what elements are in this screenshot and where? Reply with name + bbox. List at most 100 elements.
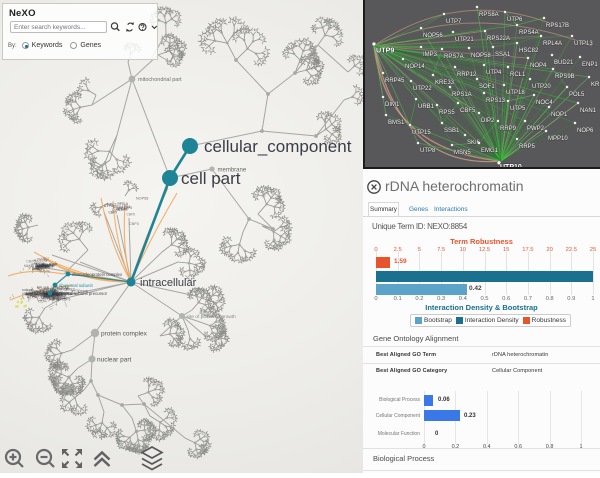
svg-text:processome: processome (58, 292, 77, 296)
svg-text:cell part: cell part (181, 169, 241, 188)
svg-text:NOP56: NOP56 (49, 298, 61, 302)
svg-text:CBF5: CBF5 (124, 206, 133, 210)
svg-text:KRE2: KRE2 (40, 295, 50, 299)
svg-text:KR: KR (591, 82, 600, 88)
svg-text:RPL4A: RPL4A (543, 41, 562, 47)
svg-text:RPS8A: RPS8A (479, 12, 499, 18)
svg-text:preribosome: preribosome (41, 294, 58, 298)
svg-text:PWP2: PWP2 (527, 126, 545, 132)
svg-text:POL5: POL5 (57, 293, 66, 297)
svg-text:RRP5: RRP5 (50, 294, 59, 298)
svg-text:RPS4A: RPS4A (519, 30, 539, 36)
svg-text:SSU: SSU (37, 265, 43, 269)
svg-text:DBP9: DBP9 (50, 289, 59, 293)
svg-text:CBF5: CBF5 (118, 208, 127, 212)
svg-text:rRNA: rRNA (38, 264, 47, 268)
svg-text:subunit: subunit (22, 288, 33, 292)
svg-text:UTP15: UTP15 (412, 130, 431, 136)
svg-text:NOP58: NOP58 (47, 292, 57, 296)
svg-text:snR37: snR37 (57, 293, 67, 297)
svg-text:snR37: snR37 (40, 288, 50, 292)
svg-text:SOF1: SOF1 (479, 84, 495, 90)
svg-text:POL5: POL5 (32, 267, 42, 271)
svg-text:CBF5: CBF5 (48, 293, 57, 297)
svg-text:UTP20: UTP20 (532, 84, 551, 90)
svg-text:KRE33: KRE33 (435, 80, 455, 86)
svg-text:nucleolar: nucleolar (46, 293, 61, 297)
svg-text:KRE2: KRE2 (37, 265, 46, 269)
svg-text:NOP58: NOP58 (471, 53, 491, 59)
svg-text:RCL1: RCL1 (510, 72, 526, 78)
svg-text:RLP7: RLP7 (30, 292, 41, 297)
svg-text:mitochondrial part: mitochondrial part (138, 77, 182, 83)
svg-text:SSA1: SSA1 (495, 52, 511, 58)
svg-text:POL5: POL5 (569, 92, 585, 98)
svg-text:DIP2: DIP2 (481, 118, 495, 124)
svg-text:SKI6: SKI6 (467, 140, 481, 146)
svg-text:RLP7: RLP7 (53, 296, 61, 300)
svg-text:CBF5: CBF5 (46, 294, 54, 298)
svg-text:RPL3: RPL3 (56, 296, 65, 300)
svg-text:MAK21: MAK21 (51, 293, 62, 297)
svg-text:KRE2: KRE2 (41, 257, 50, 261)
svg-text:UTP6: UTP6 (78, 288, 89, 293)
svg-text:SSU: SSU (23, 292, 31, 296)
svg-text:MSN5: MSN5 (454, 150, 471, 156)
svg-text:processome: processome (35, 291, 55, 295)
svg-text:UTP8: UTP8 (420, 148, 436, 154)
svg-text:CBF5: CBF5 (129, 221, 139, 226)
svg-text:UTP6: UTP6 (45, 295, 55, 300)
svg-text:RPS1A: RPS1A (117, 207, 128, 211)
svg-text:snR37: snR37 (71, 289, 80, 293)
svg-text:ribosomal subunit precursor: ribosomal subunit precursor (54, 291, 108, 296)
svg-text:RPS1A: RPS1A (28, 291, 41, 296)
svg-text:MAK21: MAK21 (24, 264, 35, 268)
svg-text:NOP4: NOP4 (530, 63, 547, 69)
svg-text:subunit: subunit (39, 263, 52, 267)
svg-text:BMS1: BMS1 (388, 120, 405, 126)
svg-text:CBF5: CBF5 (109, 210, 118, 214)
svg-text:DIS3: DIS3 (113, 205, 120, 209)
svg-text:MAK21: MAK21 (53, 293, 64, 297)
svg-text:SSU: SSU (43, 292, 51, 296)
svg-text:UTP10: UTP10 (500, 164, 522, 169)
svg-text:NOP56: NOP56 (37, 293, 47, 297)
svg-text:RPS1A: RPS1A (36, 266, 46, 270)
svg-text:RRP5: RRP5 (41, 265, 50, 269)
svg-text:rRNA: rRNA (39, 294, 48, 298)
svg-text:RLP7: RLP7 (25, 292, 34, 296)
svg-text:RPL5: RPL5 (29, 292, 38, 296)
svg-text:ribosomal subunit: ribosomal subunit (59, 283, 93, 288)
svg-text:RPL3: RPL3 (54, 292, 63, 296)
svg-text:subunit: subunit (40, 270, 51, 274)
svg-text:RPL16B: RPL16B (43, 288, 56, 292)
svg-text:NOP14: NOP14 (405, 64, 425, 70)
svg-text:nucleolar: nucleolar (34, 259, 49, 263)
svg-text:UTP18: UTP18 (506, 90, 525, 96)
svg-text:90S: 90S (49, 289, 56, 294)
svg-text:UTP6: UTP6 (104, 204, 113, 208)
svg-text:NOP56: NOP56 (45, 264, 55, 268)
svg-text:NOP1: NOP1 (551, 112, 568, 118)
svg-text:NOP58: NOP58 (136, 197, 148, 201)
svg-text:CBF5: CBF5 (127, 212, 136, 216)
svg-text:UTP4: UTP4 (486, 70, 502, 76)
svg-text:90S: 90S (41, 262, 48, 266)
svg-text:HSC82: HSC82 (519, 48, 539, 54)
svg-text:DBP9: DBP9 (54, 294, 63, 298)
svg-text:RRP5: RRP5 (47, 289, 57, 294)
svg-text:RLP7: RLP7 (35, 266, 43, 270)
svg-text:preribosome: preribosome (38, 263, 56, 267)
svg-text:RPS8A: RPS8A (38, 266, 50, 270)
svg-text:RPS13: RPS13 (486, 98, 506, 104)
svg-text:RPS9B: RPS9B (555, 74, 575, 80)
svg-text:RRP12: RRP12 (457, 72, 477, 78)
svg-text:RPL5: RPL5 (107, 202, 116, 206)
svg-text:RRP9: RRP9 (500, 126, 517, 132)
svg-text:nucleolar: nucleolar (35, 265, 51, 269)
svg-text:snR37: snR37 (51, 292, 62, 296)
svg-text:membrane: membrane (218, 168, 247, 174)
svg-text:EMG1: EMG1 (481, 148, 499, 154)
svg-text:SSU: SSU (60, 296, 67, 300)
svg-text:RRP5: RRP5 (49, 262, 58, 266)
